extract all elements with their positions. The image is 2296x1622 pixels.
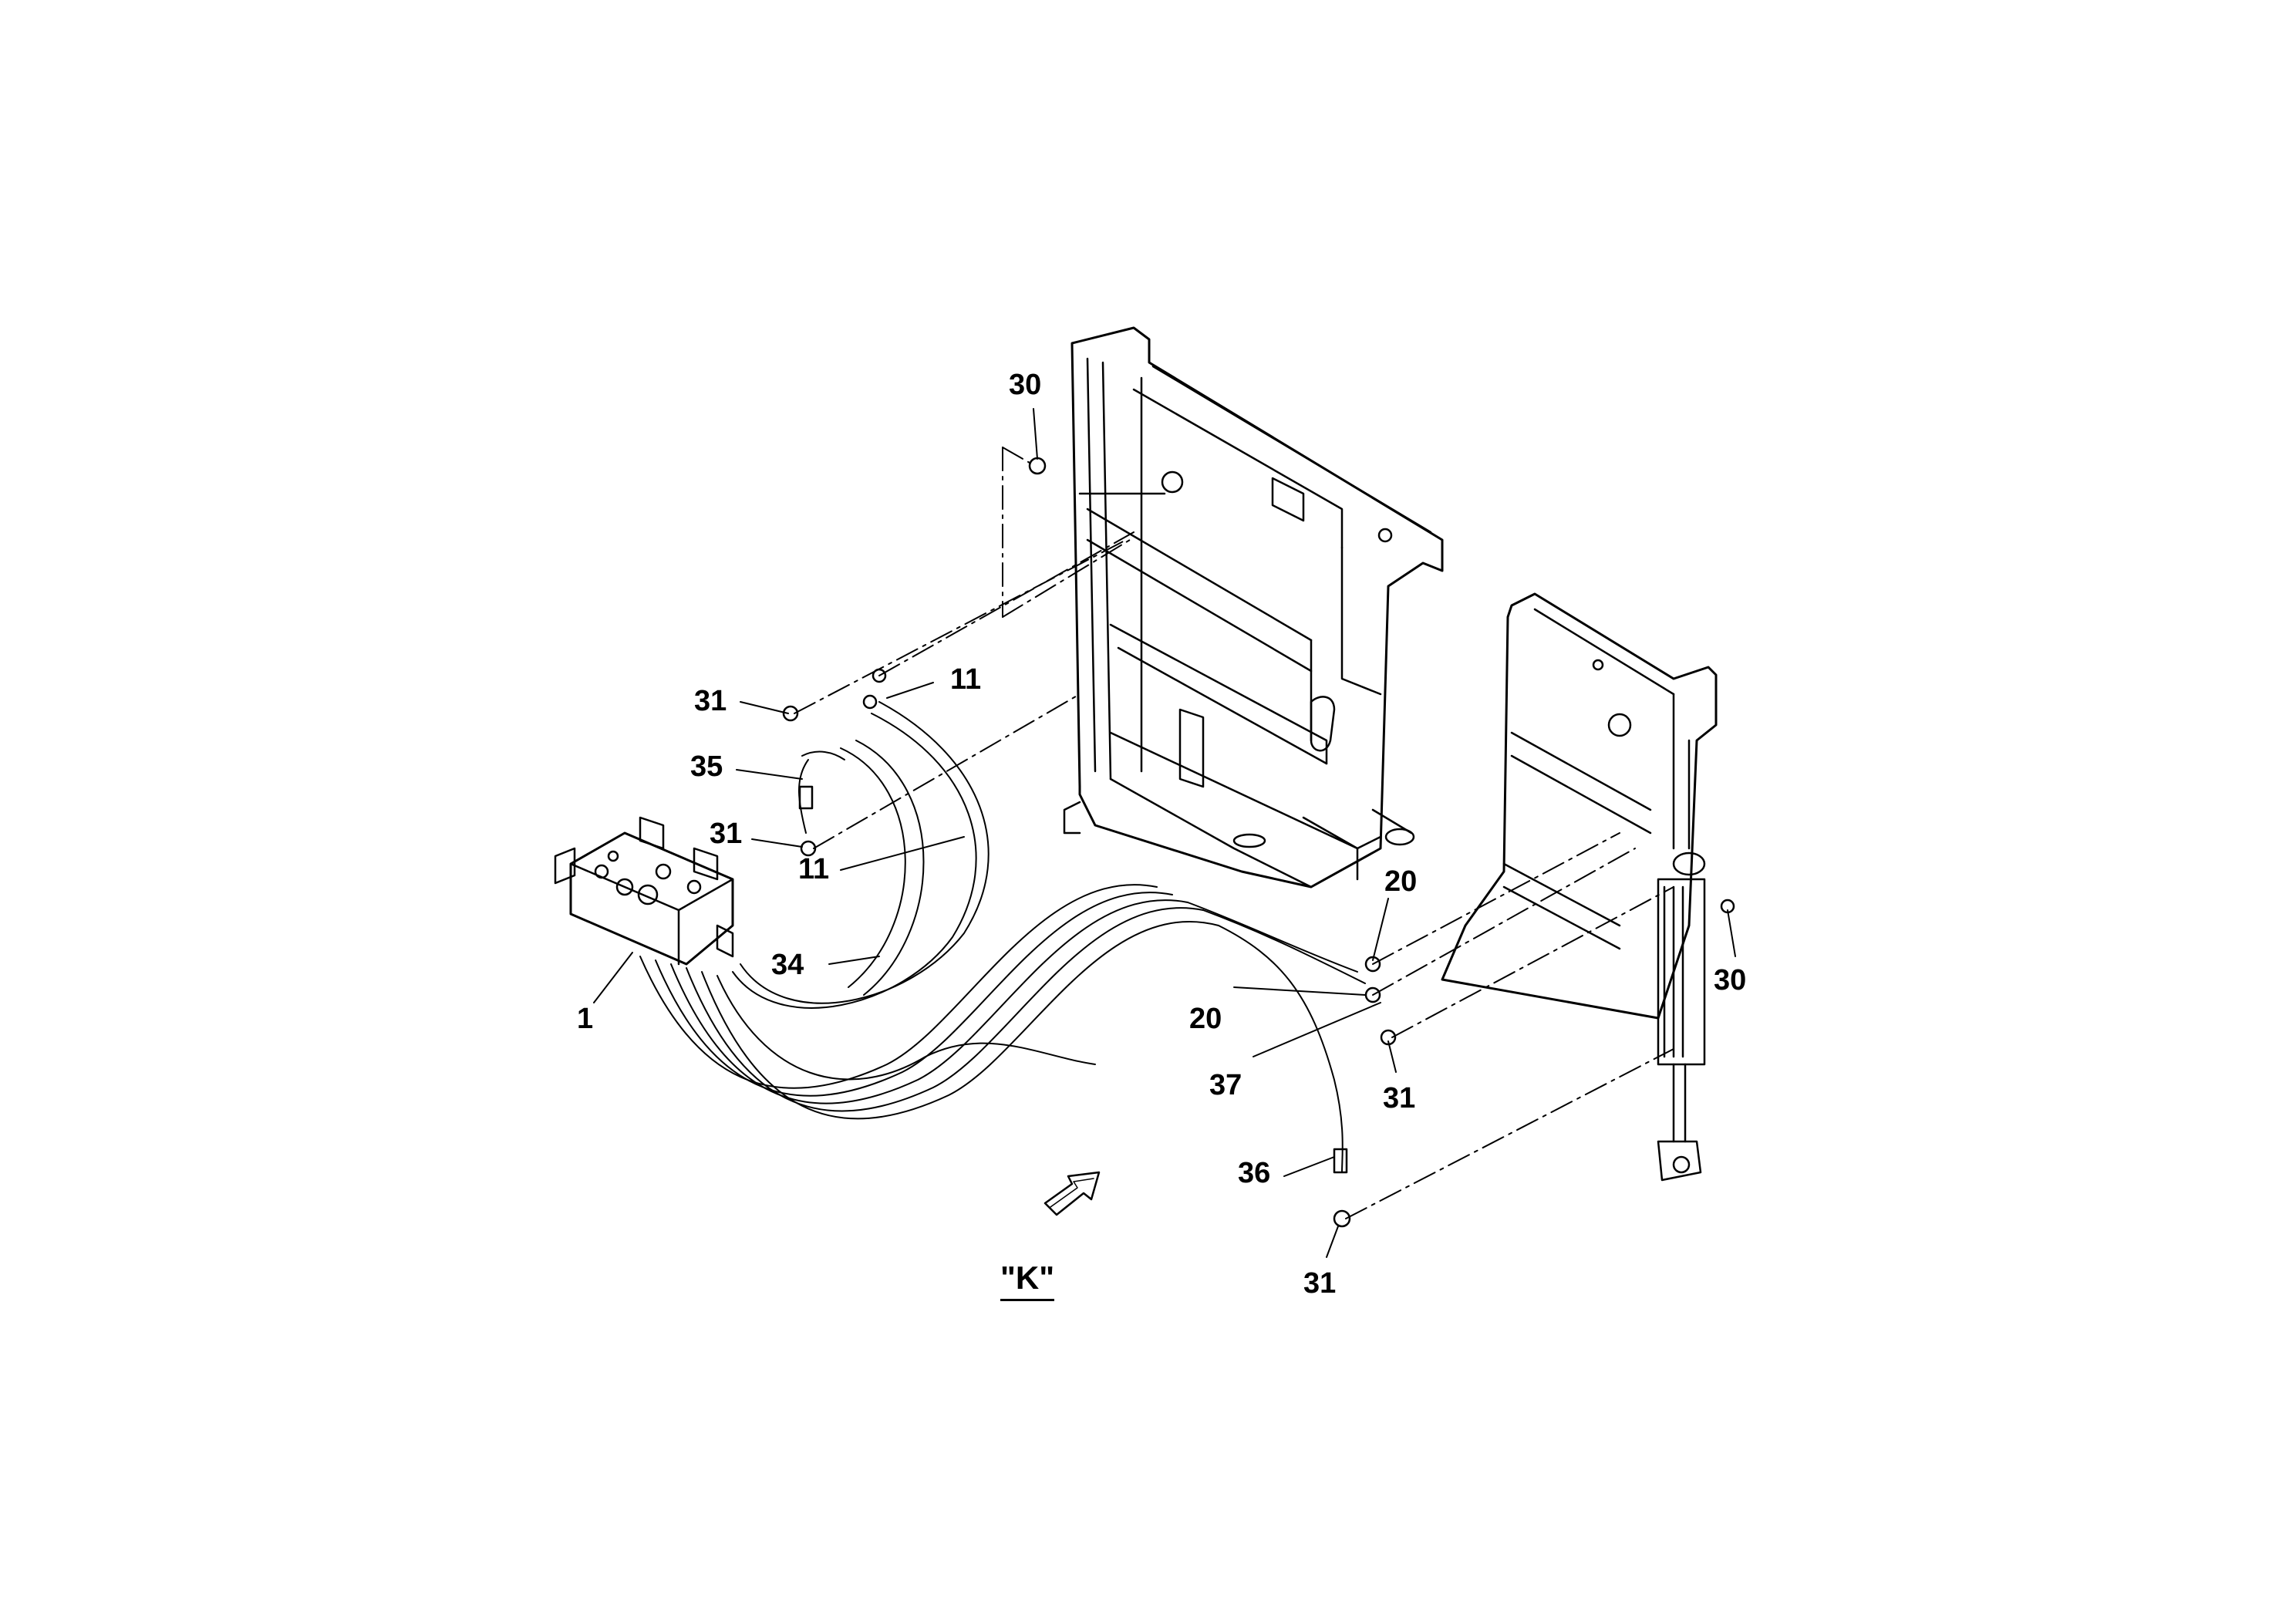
callout-11-lower: 11 bbox=[798, 853, 830, 885]
callout-37: 37 bbox=[1209, 1069, 1242, 1101]
control-valve-block bbox=[554, 816, 734, 966]
callout-34: 34 bbox=[771, 949, 804, 981]
assembly-leader-lines bbox=[794, 447, 1674, 1219]
callout-31-right: 31 bbox=[1383, 1082, 1416, 1114]
fittings bbox=[782, 457, 1397, 1228]
view-direction-arrow-icon bbox=[1043, 1171, 1101, 1216]
callout-1: 1 bbox=[577, 1003, 594, 1035]
callout-35: 35 bbox=[690, 750, 723, 783]
left-frame-bracket bbox=[1063, 326, 1444, 889]
callout-31-bottom: 31 bbox=[1303, 1267, 1337, 1300]
callout-30-top: 30 bbox=[1009, 369, 1042, 401]
callout-20-lower: 20 bbox=[1189, 1003, 1222, 1035]
callout-20-upper: 20 bbox=[1384, 865, 1418, 898]
view-label-k: "K" bbox=[1000, 1262, 1055, 1301]
loop-hoses bbox=[732, 701, 990, 1009]
hydraulic-cylinder bbox=[1657, 851, 1735, 1182]
callout-36: 36 bbox=[1238, 1157, 1271, 1189]
callout-leaders bbox=[593, 408, 1736, 1258]
callout-30-right: 30 bbox=[1714, 964, 1747, 996]
hose-bundle bbox=[639, 884, 1366, 1173]
callout-31-middle-left: 31 bbox=[710, 818, 743, 850]
callout-31-upper-left: 31 bbox=[694, 685, 727, 717]
callout-11-upper: 11 bbox=[950, 663, 982, 696]
right-frame-bracket bbox=[1441, 592, 1718, 1020]
